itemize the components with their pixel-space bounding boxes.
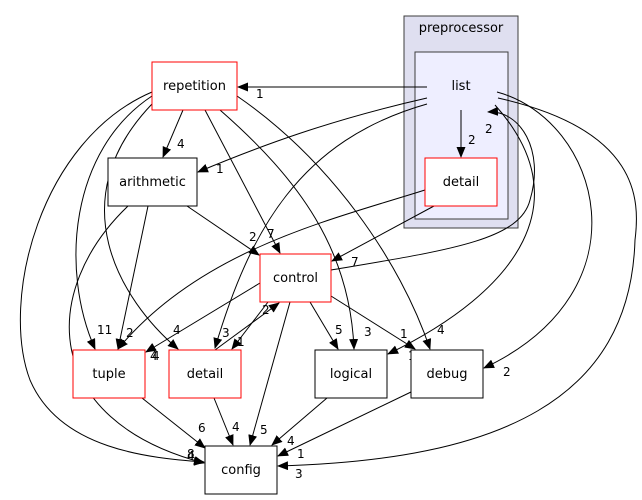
edge-tuple-to-config[interactable] <box>141 397 206 449</box>
edge-count-label[interactable]: 1 <box>297 447 305 461</box>
node-control[interactable]: control <box>259 253 332 303</box>
edge-layer: 1121123473411482247424351524641 <box>19 82 637 481</box>
node-repetition-label[interactable]: repetition <box>163 79 226 94</box>
edge-count-label[interactable]: 7 <box>351 255 359 269</box>
edge-count-label[interactable]: 4 <box>187 449 195 463</box>
edge-arithmetic-to-config[interactable] <box>68 205 205 465</box>
node-debug-label[interactable]: debug <box>427 367 468 382</box>
node-repetition[interactable]: repetition <box>151 61 238 111</box>
edge-control-to-logical[interactable] <box>309 301 339 350</box>
edge-count-label[interactable]: 2 <box>468 133 476 147</box>
edge-count-label[interactable]: 3 <box>295 467 303 481</box>
edge-count-label[interactable]: 4 <box>437 323 445 337</box>
edge-count-label[interactable]: 5 <box>335 323 343 337</box>
edge-count-label[interactable]: 6 <box>198 421 206 435</box>
edge-arithmetic-to-tuple[interactable] <box>115 205 149 350</box>
node-detail[interactable]: detail <box>168 349 242 399</box>
edge-count-label[interactable]: 4 <box>232 420 240 434</box>
edge-control-to-tuple[interactable] <box>145 282 261 353</box>
edge-count-label[interactable]: 1 <box>256 87 264 101</box>
node-detail-label[interactable]: detail <box>187 367 224 382</box>
node-logical[interactable]: logical <box>314 349 388 399</box>
edge-count-label[interactable]: 7 <box>267 227 275 241</box>
edge-count-label[interactable]: 4 <box>177 137 185 151</box>
edge-control-to-debug[interactable] <box>330 295 416 350</box>
edge-repetition-to-tuple[interactable] <box>75 95 153 350</box>
node-config[interactable]: config <box>204 445 278 495</box>
edge-count-label[interactable]: 2 <box>249 230 257 244</box>
edge-list-to-logical[interactable] <box>387 104 535 355</box>
edge-list-to-detail[interactable] <box>213 103 428 349</box>
node-control-label[interactable]: control <box>273 271 318 286</box>
edge-control-to-config[interactable] <box>248 301 291 446</box>
edge-repetition-to-arithmetic[interactable] <box>162 109 184 158</box>
edge-repetition-to-logical[interactable] <box>219 109 359 350</box>
node-tuple-label[interactable]: tuple <box>92 367 125 382</box>
edge-count-label[interactable]: 3 <box>222 326 230 340</box>
node-logical-label[interactable]: logical <box>330 367 372 382</box>
edge-list-to-debug[interactable] <box>483 91 593 369</box>
edge-detail-to-control[interactable] <box>214 302 280 351</box>
node-tuple[interactable]: tuple <box>72 349 146 399</box>
edge-count-label[interactable]: 1 <box>400 327 408 341</box>
node-list-detail[interactable]: detail <box>424 157 498 207</box>
edge-count-label[interactable]: 11 <box>97 323 112 337</box>
edge-list-detail-to-tuple[interactable] <box>117 189 426 350</box>
edge-repetition-to-config[interactable] <box>19 91 205 466</box>
edge-count-label[interactable]: 8 <box>187 447 195 461</box>
node-debug[interactable]: debug <box>410 349 484 399</box>
edge-control-to-list[interactable] <box>330 106 535 271</box>
node-config-label[interactable]: config <box>221 463 261 478</box>
edge-detail-to-config[interactable] <box>213 397 234 446</box>
node-list-detail-label[interactable]: detail <box>443 175 480 190</box>
edge-control-to-detail[interactable] <box>231 301 269 350</box>
edge-arithmetic-to-control[interactable] <box>186 205 260 256</box>
edge-logical-to-config[interactable] <box>271 397 328 446</box>
edge-count-label[interactable]: 2 <box>485 122 493 136</box>
edge-list-to-config[interactable] <box>277 97 637 471</box>
edge-list-detail-to-control[interactable] <box>331 205 435 262</box>
edge-count-label[interactable]: 3 <box>364 325 372 339</box>
edge-list-to-arithmetic[interactable] <box>197 97 428 173</box>
cluster-preprocessor-label: preprocessor <box>419 21 504 36</box>
edge-count-label[interactable]: 2 <box>126 326 134 340</box>
edge-debug-to-config[interactable] <box>277 391 412 457</box>
edge-count-label[interactable]: 2 <box>503 365 511 379</box>
edge-count-label[interactable]: 4 <box>152 349 160 363</box>
node-arithmetic[interactable]: arithmetic <box>107 157 198 207</box>
edge-count-label[interactable]: 5 <box>260 423 268 437</box>
edge-repetition-to-detail[interactable] <box>104 103 179 350</box>
node-arithmetic-label[interactable]: arithmetic <box>119 175 186 190</box>
node-list-label[interactable]: list <box>451 79 470 94</box>
edge-count-label[interactable]: 4 <box>287 434 295 448</box>
edge-repetition-to-control[interactable] <box>204 109 281 254</box>
edge-repetition-to-debug[interactable] <box>236 95 432 350</box>
edge-count-label[interactable]: 4 <box>173 323 181 337</box>
edge-count-label[interactable]: 4 <box>150 349 158 363</box>
edge-count-label[interactable]: 1 <box>216 162 224 176</box>
edge-count-label[interactable]: 2 <box>262 303 270 317</box>
